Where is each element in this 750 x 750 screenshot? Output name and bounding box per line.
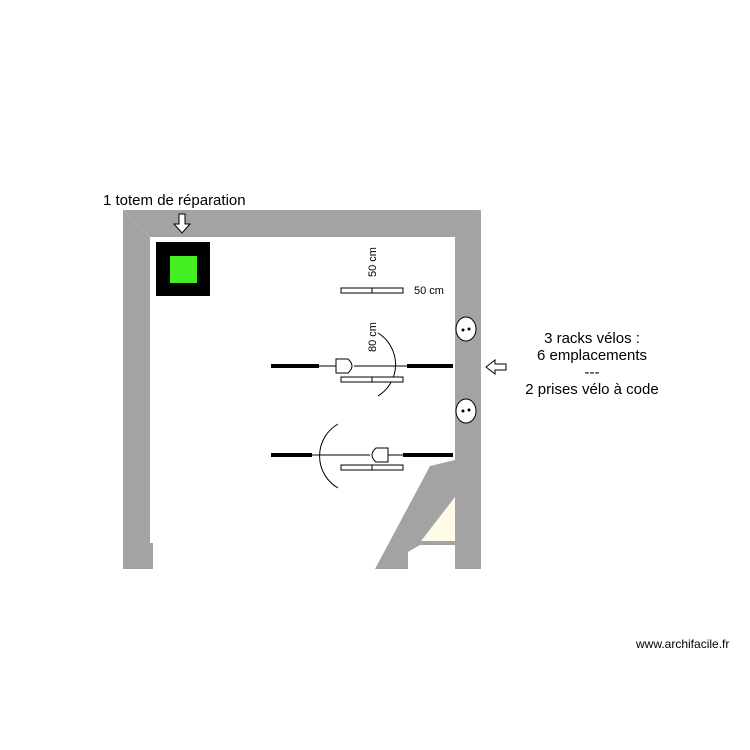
watermark: www.archifacile.fr: [636, 637, 730, 651]
dim-vertical-1: 50 cm: [367, 247, 379, 277]
outlet-icon: [455, 398, 477, 424]
bike-rack-2: [271, 423, 453, 489]
wall-top: [123, 210, 481, 237]
bike-rack-1: [271, 332, 453, 397]
totem-label: 1 totem de réparation: [103, 192, 246, 209]
racks-label-line1: 3 racks vélos :: [544, 330, 640, 347]
racks-label-line4: 2 prises vélo à code: [525, 381, 659, 398]
racks-label: 3 racks vélos : 6 emplacements --- 2 pri…: [492, 330, 692, 398]
totem-inner: [170, 256, 197, 283]
dim-horizontal: 50 cm: [414, 285, 444, 297]
outlet-icon: [455, 316, 477, 342]
racks-label-line3: ---: [584, 364, 600, 381]
dim-vertical-2: 80 cm: [367, 322, 379, 352]
door-triangle: [421, 497, 455, 541]
racks-label-line2: 6 emplacements: [536, 347, 648, 364]
wall-left: [123, 210, 153, 569]
arrow-left-icon: [485, 358, 507, 376]
arrow-down-icon: [172, 213, 192, 234]
